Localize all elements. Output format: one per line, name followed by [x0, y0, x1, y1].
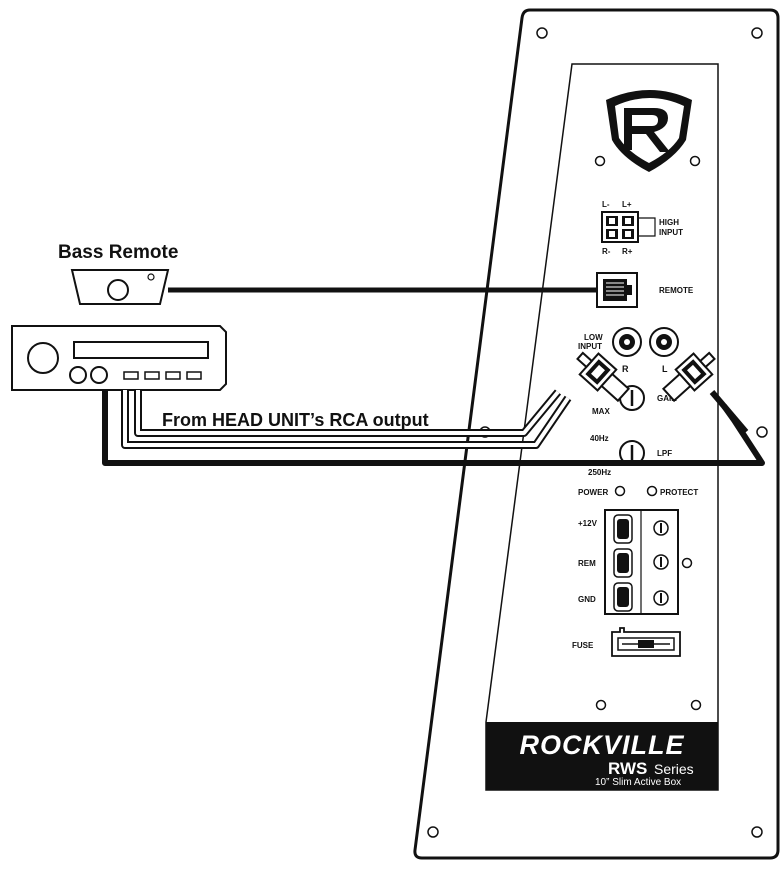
l-minus-label: L- [602, 200, 610, 209]
low-input-label-2: INPUT [578, 342, 602, 351]
rockville-shield-logo [606, 90, 692, 172]
remote-label: REMOTE [659, 286, 694, 295]
terminal-rem-label: REM [578, 559, 596, 568]
terminal-12v-label: +12V [578, 519, 598, 528]
high-input-connector[interactable] [601, 211, 656, 243]
low-input-label-1: LOW [584, 333, 603, 342]
gain-max-label: MAX [592, 407, 610, 416]
rca-cable [121, 389, 572, 449]
mount-hole [751, 27, 763, 39]
brand-subtitle: 10” Slim Active Box [595, 777, 681, 788]
rca-jack-left[interactable] [649, 327, 679, 357]
lpf-knob[interactable] [619, 440, 645, 466]
l-channel-label: L [662, 364, 668, 374]
preset-button-icon [123, 371, 139, 380]
terminal-gnd[interactable] [613, 582, 669, 612]
panel-screw [690, 699, 702, 711]
gain-label: GAIN [657, 394, 677, 403]
small-knob-icon [90, 366, 108, 384]
panel-screw [689, 155, 701, 167]
rca-jack-right[interactable] [612, 327, 642, 357]
high-input-label-2: INPUT [659, 228, 683, 237]
mount-hole [427, 826, 439, 838]
small-knob-icon [69, 366, 87, 384]
brand-series-bold: RWS [608, 759, 647, 778]
protect-label: PROTECT [660, 488, 698, 497]
protect-led [646, 485, 658, 497]
display-screen [73, 341, 209, 359]
rca-cable-left-lead [709, 390, 749, 434]
bass-remote-knob[interactable] [107, 279, 129, 301]
rca-plug-right [576, 351, 631, 403]
high-input-label-1: HIGH [659, 218, 679, 227]
power-led [614, 485, 626, 497]
mount-hole [536, 27, 548, 39]
terminal-gnd-label: GND [578, 595, 596, 604]
r-plus-label: R+ [622, 247, 633, 256]
bass-remote[interactable] [70, 269, 170, 305]
brand-series-word: Series [654, 761, 694, 777]
power-label: POWER [578, 488, 608, 497]
r-channel-label: R [622, 364, 629, 374]
power-terminal-block[interactable] [604, 509, 679, 615]
remote-jack[interactable] [596, 272, 638, 308]
preset-button-icon [144, 371, 160, 380]
volume-knob-icon [27, 342, 59, 374]
panel-screw [681, 557, 693, 569]
r-minus-label: R- [602, 247, 611, 256]
amplifier-panel: L- L+ R- R+ HIGH INPUT REMOTE LOW I [413, 8, 780, 860]
fuse-holder[interactable] [611, 627, 681, 657]
rca-plug-left [661, 351, 716, 403]
terminal-12v[interactable] [613, 514, 669, 544]
panel-screw [594, 155, 606, 167]
preset-button-icon [186, 371, 202, 380]
lpf-40hz-label: 40Hz [590, 434, 609, 443]
terminal-rem[interactable] [613, 548, 669, 578]
mount-hole [756, 426, 768, 438]
l-plus-label: L+ [622, 200, 632, 209]
head-unit [11, 325, 227, 391]
brand-plate: ROCKVILLE RWS Series 10” Slim Active Box [486, 722, 718, 790]
mount-hole [751, 826, 763, 838]
brand-name: ROCKVILLE [519, 730, 684, 760]
preset-button-icon [165, 371, 181, 380]
lpf-250hz-label: 250Hz [588, 468, 611, 477]
panel-screw [595, 699, 607, 711]
bass-remote-label: Bass Remote [58, 242, 178, 263]
rca-caption: From HEAD UNIT’s RCA output [162, 410, 429, 430]
lpf-label: LPF [657, 449, 672, 458]
fuse-label: FUSE [572, 641, 594, 650]
